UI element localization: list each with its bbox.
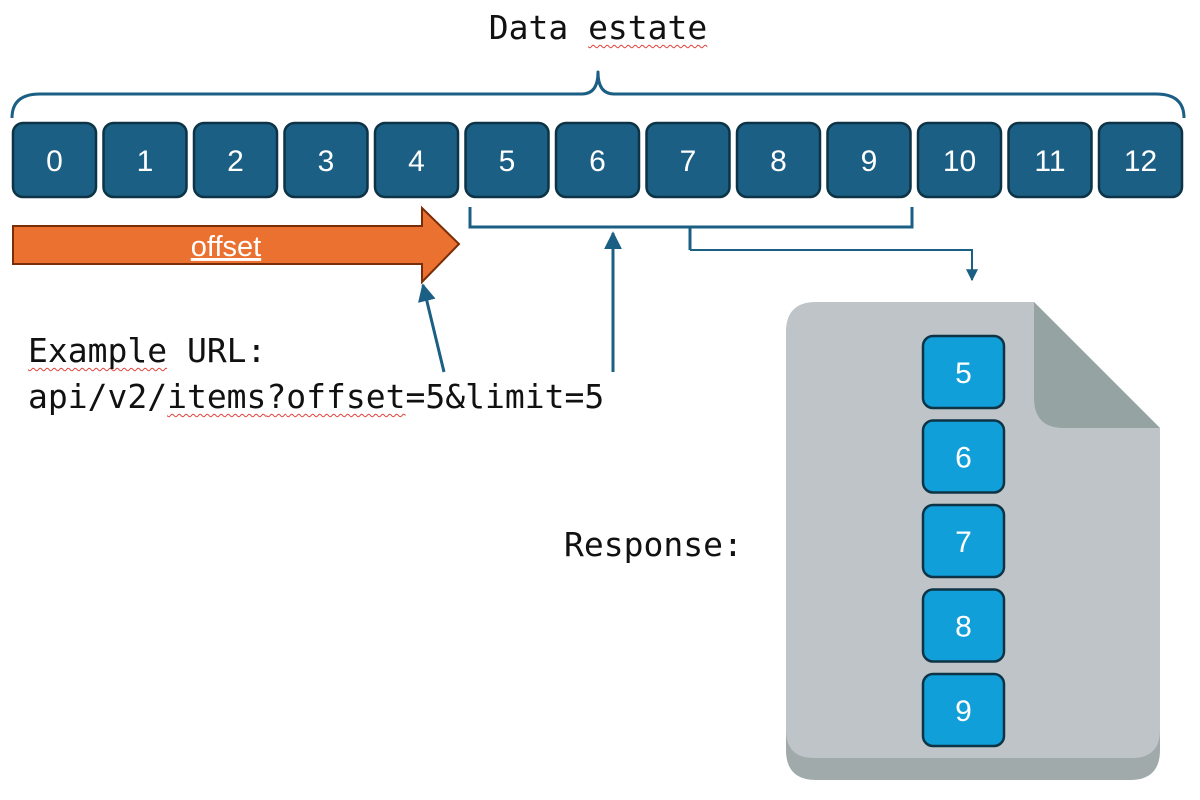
url-path: api/v2/ — [28, 377, 168, 416]
estate-item-box — [464, 121, 550, 199]
estate-item-box — [1097, 121, 1184, 199]
estate-item-label: 5 — [499, 145, 516, 178]
estate-item: 5 — [464, 121, 550, 199]
url-resource: items — [167, 377, 267, 416]
example-url-value: api/v2/items?offset=5&limit=5 — [28, 374, 604, 420]
title-text: Data — [488, 8, 589, 47]
selection-bracket — [468, 207, 914, 229]
estate-item-label: 10 — [943, 145, 976, 178]
estate-item-box — [11, 121, 98, 199]
estate-item: 3 — [283, 121, 369, 199]
estate-item-box — [192, 121, 279, 199]
estate-item: 9 — [826, 121, 912, 199]
response-item-label: 8 — [955, 611, 972, 644]
estate-brace — [10, 70, 1186, 119]
estate-item: 0 — [11, 121, 98, 199]
estate-item-label: 12 — [1124, 145, 1157, 178]
estate-item-box — [735, 121, 822, 199]
url-offset-param: offset — [286, 377, 406, 416]
estate-item-box — [373, 121, 460, 199]
estate-item: 12 — [1097, 121, 1184, 199]
url-query-rest: =5&limit=5 — [405, 377, 605, 416]
title-flagged-word: estate — [588, 8, 708, 47]
url-heading-rest: URL: — [167, 331, 267, 370]
estate-item: 2 — [192, 121, 279, 199]
offset-arrow-label: offset — [191, 231, 261, 263]
response-item-box — [921, 419, 1006, 494]
estate-item: 4 — [373, 121, 460, 199]
estate-item-label: 6 — [589, 145, 606, 178]
response-item-label: 9 — [955, 695, 972, 728]
example-word: Example — [28, 331, 168, 370]
estate-item-box — [645, 121, 731, 199]
response-item: 5 — [921, 334, 1006, 410]
response-item-label: 7 — [955, 526, 972, 559]
data-estate-title: Data estate — [0, 8, 1196, 47]
response-items: 5 6 7 8 9 — [921, 334, 1006, 748]
response-item: 8 — [921, 588, 1006, 663]
response-label: Response: — [564, 525, 743, 564]
response-item-label: 5 — [955, 357, 972, 390]
estate-item-label: 7 — [680, 145, 697, 178]
estate-item-label: 11 — [1034, 145, 1065, 178]
estate-item-label: 2 — [227, 145, 244, 178]
response-item: 6 — [921, 419, 1006, 494]
response-connector — [690, 249, 978, 282]
response-item-box — [921, 334, 1006, 410]
response-item-label: 6 — [955, 442, 972, 475]
estate-item: 1 — [102, 121, 188, 199]
estate-item-box — [554, 121, 641, 199]
response-item-box — [921, 672, 1006, 748]
response-item: 7 — [921, 503, 1006, 579]
estate-item-label: 0 — [46, 145, 63, 178]
estate-item: 11 — [1007, 121, 1093, 199]
response-item-box — [921, 503, 1006, 579]
estate-item-box — [1007, 121, 1093, 199]
estate-item-label: 9 — [861, 145, 878, 178]
estate-item-box — [916, 121, 1003, 199]
estate-item-box — [283, 121, 369, 199]
estate-item-box — [826, 121, 912, 199]
estate-item-label: 8 — [770, 145, 787, 178]
estate-item-label: 1 — [137, 145, 154, 178]
offset-arrow — [12, 205, 461, 285]
offset-pointer-arrow — [418, 283, 446, 373]
example-url-heading: Example URL: — [28, 328, 604, 374]
example-url-block: Example URL: api/v2/items?offset=5&limit… — [28, 328, 604, 420]
estate-item: 10 — [916, 121, 1003, 199]
document-fold — [1034, 302, 1160, 428]
estate-item: 6 — [554, 121, 641, 199]
response-item-box — [921, 588, 1006, 663]
url-query-mark: ? — [266, 377, 287, 416]
estate-item: 8 — [735, 121, 822, 199]
estate-item: 7 — [645, 121, 731, 199]
estate-item-box — [102, 121, 188, 199]
estate-item-label: 4 — [408, 145, 425, 178]
response-item: 9 — [921, 672, 1006, 748]
estate-item-label: 3 — [318, 145, 335, 178]
